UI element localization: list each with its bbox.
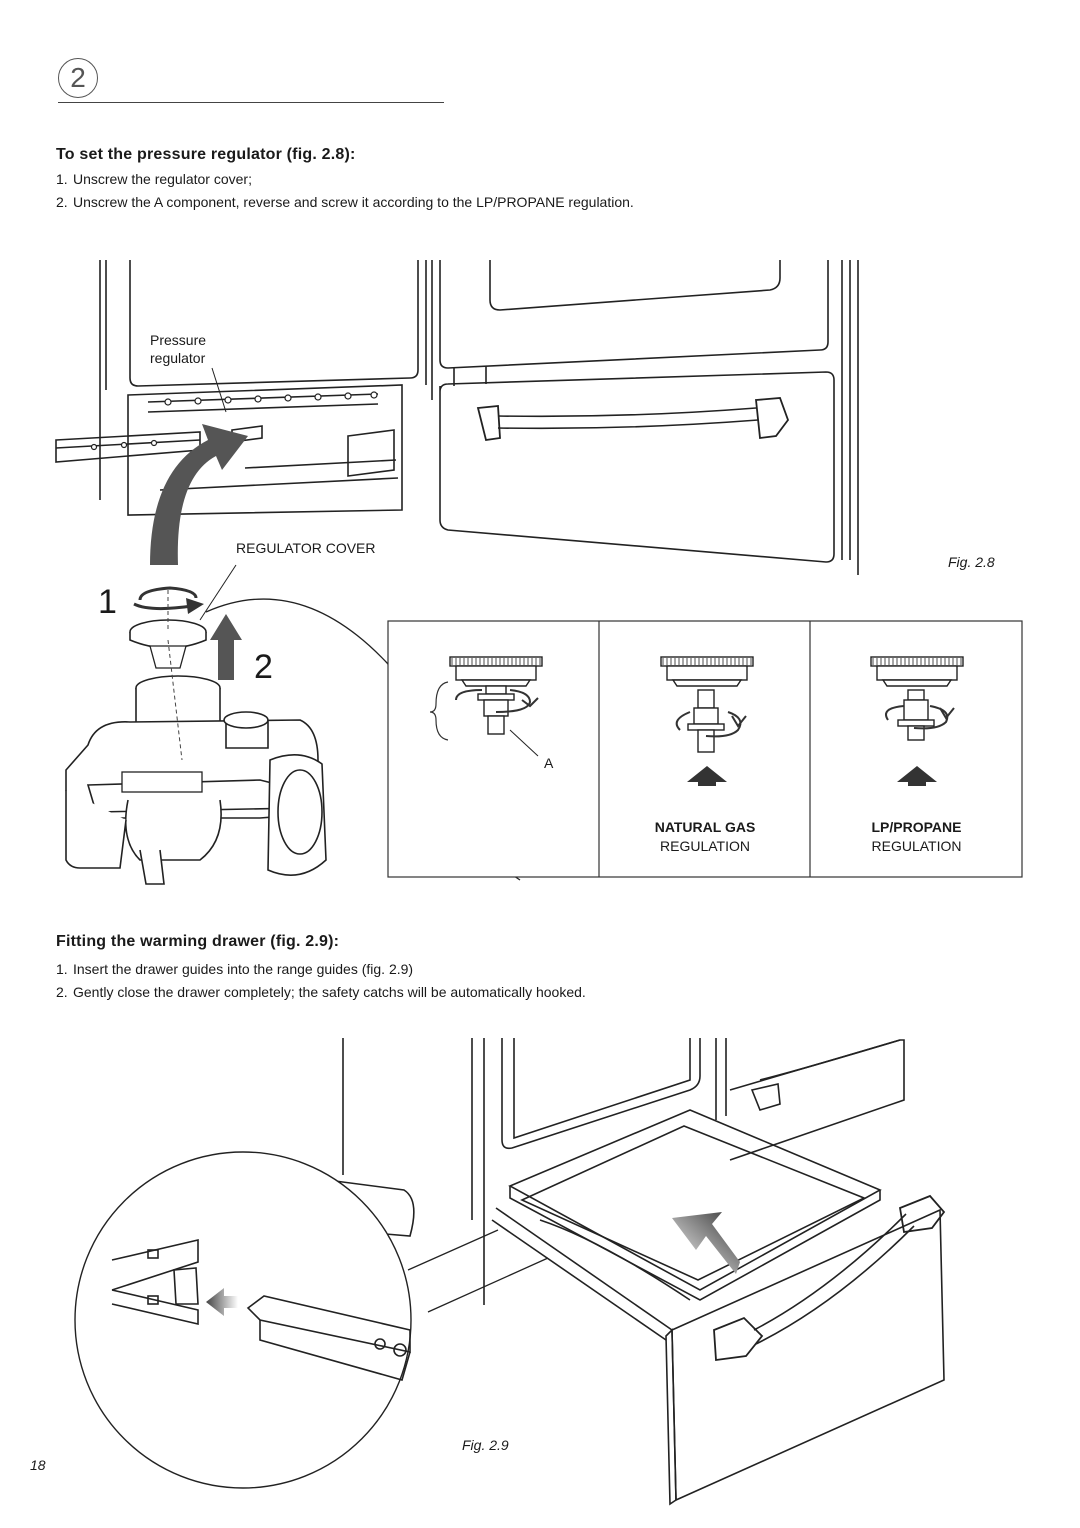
natural-gas-panel-labels: NATURAL GAS REGULATION	[600, 819, 810, 854]
pressure-regulator-heading: To set the pressure regulator (fig. 2.8)…	[56, 146, 356, 163]
section-number: 2	[70, 62, 86, 93]
figure-2-9-caption: Fig. 2.9	[462, 1437, 509, 1453]
warming-drawer-heading: Fitting the warming drawer (fig. 2.9):	[56, 933, 340, 950]
page-number: 18	[30, 1457, 46, 1473]
pressure-step-2: 2. Unscrew the A component, reverse and …	[56, 194, 634, 210]
step-1-number: 1	[98, 583, 117, 621]
warming-drawer-section: Fitting the warming drawer (fig. 2.9): 1…	[56, 933, 756, 1001]
pressure-regulator-section: To set the pressure regulator (fig. 2.8)…	[56, 146, 676, 211]
section-rule	[58, 102, 444, 103]
figure-2-8-caption: Fig. 2.8	[948, 554, 995, 570]
regulator-cover-label: REGULATOR COVER	[236, 540, 376, 556]
natural-gas-title: NATURAL GAS	[654, 819, 756, 835]
lp-propane-subtitle: REGULATION	[871, 838, 962, 854]
component-a-label: A	[544, 755, 554, 771]
natural-gas-subtitle: REGULATION	[660, 838, 750, 854]
pressure-regulator-label: Pressure regulator	[150, 332, 207, 366]
lp-propane-title: LP/PROPANE	[871, 819, 962, 835]
drawer-step-1: 1. Insert the drawer guides into the ran…	[56, 961, 414, 977]
section-number-badge: 2	[58, 58, 98, 98]
pressure-step-1: 1. Unscrew the regulator cover;	[56, 171, 252, 187]
lp-propane-panel-labels: LP/PROPANE REGULATION	[811, 819, 1022, 854]
drawer-step-2: 2. Gently close the drawer completely; t…	[56, 984, 586, 1000]
step-2-number: 2	[254, 648, 273, 686]
